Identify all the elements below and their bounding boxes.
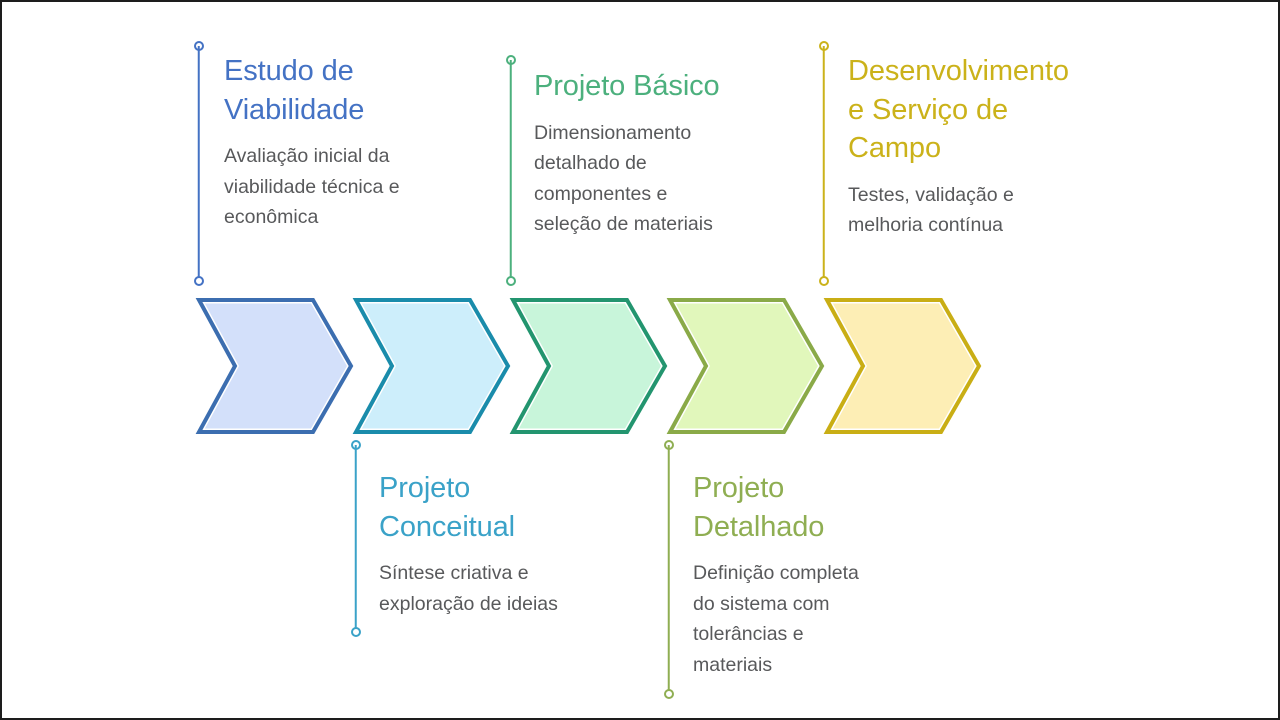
connector-endpoint-icon <box>818 276 829 286</box>
chevron-inner-fill <box>193 296 356 436</box>
chevron-inner-fill <box>821 296 984 436</box>
chevron-outline <box>823 298 982 434</box>
chevron-inner-fill <box>350 296 513 436</box>
callout-stage-3: Projeto Básico Dimensionamento detalhado… <box>534 67 796 240</box>
connector-line-stage-4 <box>663 440 674 699</box>
connector-stem <box>822 46 825 281</box>
chevron-stage-1[interactable] <box>193 296 356 436</box>
connector-line-stage-2 <box>350 440 361 637</box>
connector-stem <box>354 445 357 632</box>
chevron-process-row <box>193 296 985 436</box>
chevron-inner-fill <box>664 296 827 436</box>
callout-stage-5: Desenvolvimento e Serviço de Campo Teste… <box>848 52 1128 241</box>
chevron-outline <box>352 298 511 434</box>
stage-title: Projeto Básico <box>534 70 720 102</box>
stage-description: Definição completa do sistema com tolerâ… <box>693 562 859 676</box>
connector-endpoint-icon <box>350 627 361 637</box>
connector-endpoint-icon <box>193 276 204 286</box>
callout-stage-2: Projeto Conceitual Síntese criativa e ex… <box>379 469 641 619</box>
stage-description: Dimensionamento detalhado de componentes… <box>534 121 713 236</box>
callout-stage-1: Estudo de Viabilidade Avaliação inicial … <box>224 52 482 233</box>
chevron-outline <box>195 298 354 434</box>
stage-title: Projeto Detalhado <box>693 472 825 543</box>
stage-title: Projeto Conceitual <box>379 472 516 543</box>
connector-endpoint-icon <box>663 689 674 699</box>
connector-endpoint-icon <box>505 276 516 286</box>
chevron-outline <box>509 298 668 434</box>
connector-stem <box>197 46 200 281</box>
chevron-stage-2[interactable] <box>350 296 513 436</box>
stage-title: Desenvolvimento e Serviço de Campo <box>848 55 1069 165</box>
connector-line-stage-5 <box>818 41 829 286</box>
chevron-stage-5[interactable] <box>821 296 984 436</box>
chevron-inner-fill <box>507 296 670 436</box>
connector-line-stage-3 <box>505 55 516 286</box>
chevron-stage-4[interactable] <box>664 296 827 436</box>
connector-stem <box>667 445 670 694</box>
chevron-stage-3[interactable] <box>507 296 670 436</box>
connector-line-stage-1 <box>193 41 204 286</box>
callout-stage-4: Projeto Detalhado Definição completa do … <box>693 469 955 681</box>
stage-description: Avaliação inicial da viabilidade técnica… <box>224 145 400 229</box>
stage-description: Testes, validação e melhoria contínua <box>848 183 1014 237</box>
connector-stem <box>509 60 512 281</box>
stage-description: Síntese criativa e exploração de ideias <box>379 562 558 615</box>
chevron-outline <box>666 298 825 434</box>
stage-title: Estudo de Viabilidade <box>224 55 365 126</box>
